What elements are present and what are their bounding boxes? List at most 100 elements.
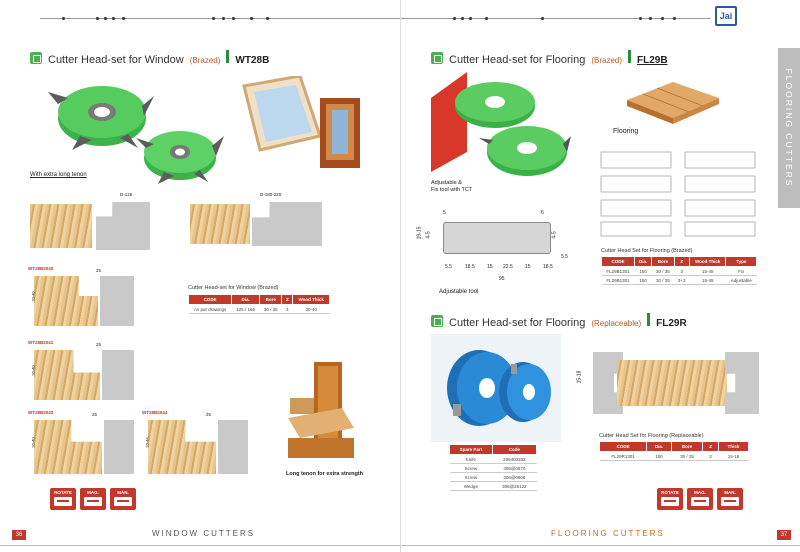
dim-side: 30-44 [144,437,150,448]
rule-dot [639,17,642,20]
cell: 15-45 [689,275,726,285]
table-row: As per drawings 125 / 166 30 / 35 4 30-4… [188,304,330,314]
col-wood-thick: Wood Thick [292,294,330,305]
cell: Adjustable [725,275,757,285]
rule-dot [453,17,456,20]
top-rule [40,18,400,19]
dim-d180: D-180-220 [260,192,282,197]
mag-label: MAG. [694,490,706,495]
cell: 3 [674,266,690,276]
cell: As per drawings [188,304,232,314]
section-title-window: Cutter Head-set for Window (Brazed) WT28… [30,50,269,66]
dim-right-small: 5.5 [561,254,568,260]
rule-dot [541,17,544,20]
right-page: Jai FLOORING CUTTERS Cutter Head-set for… [400,0,800,552]
rule-dot [104,17,107,20]
dim-25: 25 [92,412,98,417]
flooring-cutter-photo [431,72,571,176]
footer-rule [0,545,400,546]
mag-button[interactable]: MAG. [687,488,713,510]
footer-flooring-cutters: FLOORING CUTTERS [551,529,665,538]
cell: 30 / 35 [671,451,703,461]
cell: 30 / 35 [259,304,282,314]
rule-dot [232,17,235,20]
cell: 305@0870 [492,463,537,473]
profile-2043: 25 30-40 [28,412,138,476]
rotate-button[interactable]: ROTATE [50,488,76,510]
arrow-icon [691,497,709,506]
rule-dot [266,17,269,20]
dim-left-inner: 4-5 [425,231,432,239]
caption-long-tenon: Long tenon for extra strength [286,471,363,477]
cell: Wedge [449,481,493,491]
col-dia: Dia. [646,441,672,452]
col-z: Z [673,256,690,267]
rule-dot [673,17,676,20]
cell: Fix [725,266,757,276]
rule-dot [461,17,464,20]
rule-dot [122,17,125,20]
profile-label-2041: WT28B2041 [28,340,54,345]
title-sub: (Replaceable) [591,319,642,328]
side-tab-flooring: FLOORING CUTTERS [778,48,800,208]
profile-label-2040: WT28B2040 [28,266,54,271]
profile-2040: 25 30-40 [28,268,138,328]
cell: 30-40 [292,304,330,314]
refresh-icon [30,52,42,64]
cell: 206403202 [492,454,537,464]
col-dia: Dia. [634,256,653,267]
rotate-icon [54,497,72,506]
col-code: Code [491,444,538,455]
cell: FL29B1301 [601,266,635,276]
table-row: FL29R1301 150 30 / 35 2 15-18 [599,451,749,461]
dim-bottom: 15 [525,264,531,270]
dim-bottom: 22.5 [503,264,513,270]
title-bar [628,50,632,63]
caption-adjustable: Adjustable & [431,180,462,186]
mag-label: MAG. [87,490,99,495]
col-bore: Bore [670,441,704,452]
man-button[interactable]: MAN. [110,488,136,510]
cell: 30 / 35 [651,275,675,285]
dim-bottom: 5.5 [445,264,452,270]
rotate-button[interactable]: ROTATE [657,488,683,510]
man-button[interactable]: MAN. [717,488,743,510]
dim-right-inner: 4-5 [551,231,558,239]
cell: 150 [634,266,652,276]
cell: 150 [646,451,672,461]
replaceable-profile-drawing: 15-18 [576,348,769,420]
flooring-profile-schematics [600,151,756,237]
col-bore: Bore [259,294,283,305]
blue-cutter-photo [431,334,561,442]
arrow-icon [114,497,132,506]
col-thick: Thick [717,441,750,452]
dim-25: 25 [96,268,102,273]
mag-button[interactable]: MAG. [80,488,106,510]
title-main: Cutter Head-set for Flooring [449,317,586,329]
rotate-label: ROTATE [661,490,679,495]
cell: 306@25122 [492,481,537,491]
col-dia: Dia. [231,294,261,305]
profile-label-2044: WT28B2044 [142,410,168,415]
title-bar [647,313,651,326]
col-z: Z [281,294,294,305]
window-spec-table: CODE Dia. Bore Z Wood Thick As per drawi… [187,294,330,314]
dim-side: 30-40 [30,437,36,448]
rule-dot [222,17,225,20]
dim-25: 25 [206,412,212,417]
table-row: FL29B1301 150 30 / 35 3 15-45 Fix [601,266,757,276]
flooring-replaceable-table: CODE Dia. Bore Z Thick FL29R1301 150 30 … [598,441,750,461]
cell: 2 [702,451,719,461]
left-page: Cutter Head-set for Window (Brazed) WT28… [0,17,400,546]
col-spare-part: Spare Part [449,444,493,455]
top-rule [401,18,711,19]
table-row: FL29B1301 150 30 / 35 3+3 15-45 Adjustab… [601,275,757,285]
dim-bottom: 15 [487,264,493,270]
title-main: Cutter Head-set for Flooring [449,54,586,66]
rule-dot [250,17,253,20]
man-label: MAN. [724,490,736,495]
rule-dot [96,17,99,20]
